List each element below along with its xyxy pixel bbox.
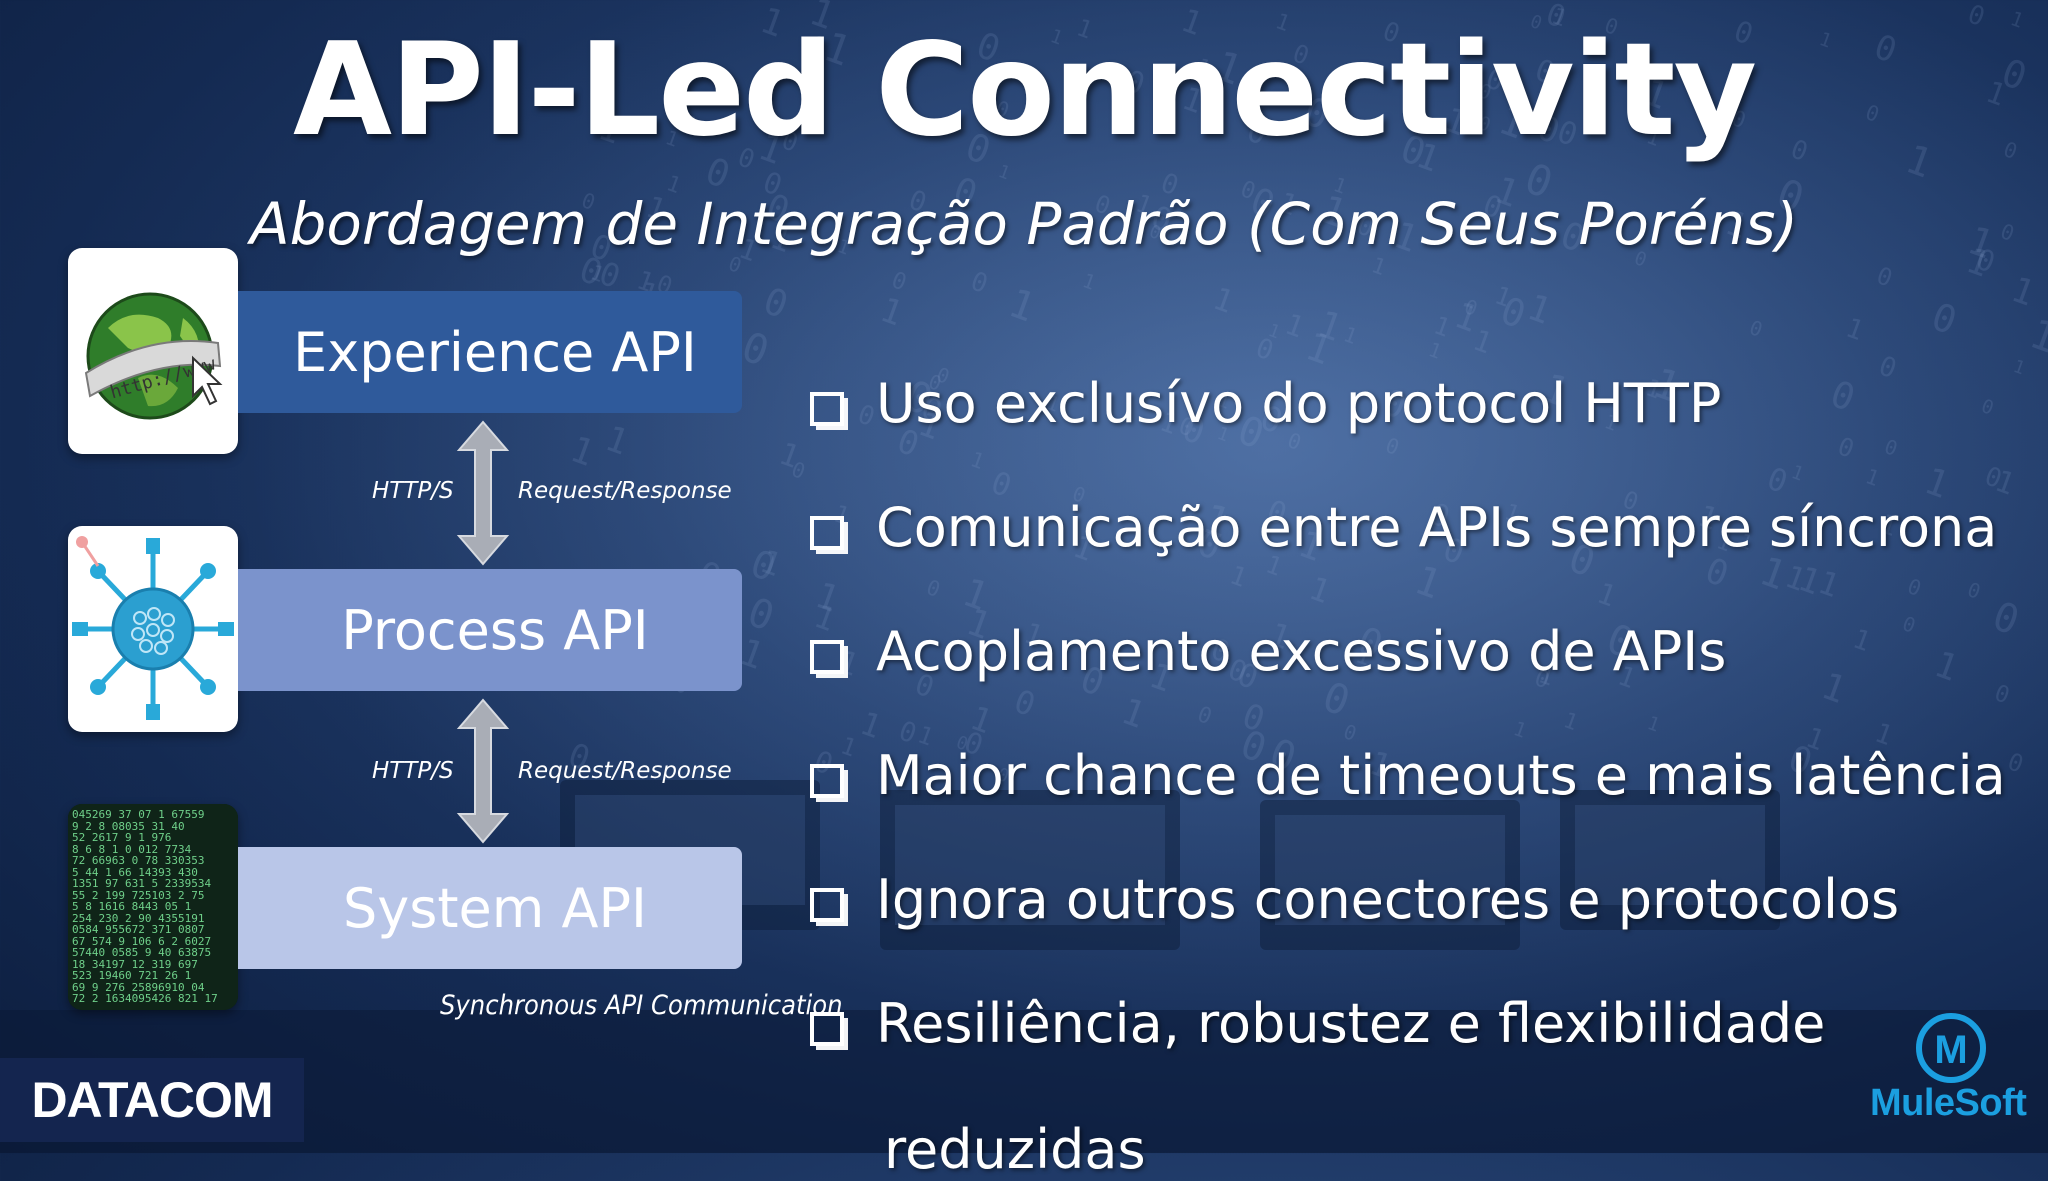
list-item: Uso exclusívo do protocol HTTP xyxy=(810,372,2010,496)
globe-www-icon: http://www xyxy=(68,248,238,454)
svg-text:523 19460 721 26 1: 523 19460 721 26 1 xyxy=(72,969,191,982)
svg-text:52 2617 9 1 976: 52 2617 9 1 976 xyxy=(72,831,171,844)
experience-api-layer: Experience API xyxy=(238,291,742,413)
svg-text:69 9 276 25896910 04: 69 9 276 25896910 04 xyxy=(72,981,205,994)
svg-text:9 2 8 08035 31 40: 9 2 8 08035 31 40 xyxy=(72,820,185,833)
connector-protocol-label: HTTP/S xyxy=(372,478,454,504)
svg-text:72 2 1634095426 821 17: 72 2 1634095426 821 17 xyxy=(72,992,218,1005)
svg-text:55 2 199 725103 2 75: 55 2 199 725103 2 75 xyxy=(72,889,204,902)
checkbox-icon xyxy=(810,516,844,550)
process-api-layer: Process API xyxy=(238,569,742,691)
checkbox-icon xyxy=(810,888,844,922)
checkbox-icon xyxy=(810,1012,844,1046)
network-hub-icon xyxy=(68,526,238,732)
svg-text:045269 37 07 1 67559: 045269 37 07 1 67559 xyxy=(72,808,204,821)
datacom-logo-text: DATACOM xyxy=(31,1072,273,1128)
mulesoft-mark-letter: M xyxy=(1934,1028,1967,1072)
mulesoft-logo-icon: M xyxy=(1916,1013,1986,1083)
bullet-text: Resiliência, robustez e flexibilidade xyxy=(876,992,1826,1055)
bullet-overflow-text: reduzidas xyxy=(884,1118,1146,1181)
list-item: Maior chance de timeouts e mais latência xyxy=(810,744,2010,868)
svg-text:67 574 9 106 6 2 6027: 67 574 9 106 6 2 6027 xyxy=(72,935,211,948)
list-item: Comunicação entre APIs sempre síncrona xyxy=(810,496,2010,620)
checkbox-icon xyxy=(810,392,844,426)
datacom-logo: DATACOM xyxy=(0,1058,304,1142)
checkbox-icon xyxy=(810,764,844,798)
svg-text:1351 97 631 5 2339534: 1351 97 631 5 2339534 xyxy=(72,877,211,890)
system-api-label: System API xyxy=(343,876,647,940)
svg-text:18 34197 12 319 697: 18 34197 12 319 697 xyxy=(72,958,198,971)
diagram-caption: Synchronous API Communication xyxy=(440,990,843,1021)
bullet-text: Uso exclusívo do protocol HTTP xyxy=(876,372,1722,435)
experience-api-label: Experience API xyxy=(293,320,697,384)
bullet-text: Comunicação entre APIs sempre síncrona xyxy=(876,496,1998,559)
list-item: Resiliência, robustez e flexibilidade xyxy=(810,992,2010,1116)
svg-text:72 66963 0 78 330353: 72 66963 0 78 330353 xyxy=(72,854,204,867)
bullet-list: Uso exclusívo do protocol HTTP Comunicaç… xyxy=(810,372,2010,1116)
connector-pattern-label: Request/Response xyxy=(518,478,732,504)
svg-text:8 6 8 1 0 012 7734: 8 6 8 1 0 012 7734 xyxy=(72,843,192,856)
connector-protocol-label: HTTP/S xyxy=(372,758,454,784)
checkbox-icon xyxy=(810,640,844,674)
list-item: Acoplamento excessivo de APIs xyxy=(810,620,2010,744)
system-api-layer: System API xyxy=(238,847,742,969)
svg-text:254 230 2 90 4355191: 254 230 2 90 4355191 xyxy=(72,912,204,925)
svg-text:57440 0585 9 40 63875: 57440 0585 9 40 63875 xyxy=(72,946,211,959)
svg-text:0584 955672 371 0807: 0584 955672 371 0807 xyxy=(72,923,204,936)
bullet-text: Acoplamento excessivo de APIs xyxy=(876,620,1727,683)
svg-text:5 44 1 66 14393 430: 5 44 1 66 14393 430 xyxy=(72,866,198,879)
mulesoft-logo-text: MuleSoft xyxy=(1870,1082,2027,1124)
slide-subtitle: Abordagem de Integração Padrão (Com Seus… xyxy=(249,190,1799,258)
connector-pattern-label: Request/Response xyxy=(518,758,732,784)
bidirectional-arrow-icon xyxy=(456,698,510,844)
list-item: Ignora outros conectores e protocolos xyxy=(810,868,2010,992)
bullet-text: Maior chance de timeouts e mais latência xyxy=(876,744,2006,807)
svg-text:5 8 1616 8443 05 1: 5 8 1616 8443 05 1 xyxy=(72,900,191,913)
bidirectional-arrow-icon xyxy=(456,420,510,566)
bullet-text: Ignora outros conectores e protocolos xyxy=(876,868,1900,931)
process-api-label: Process API xyxy=(341,598,649,662)
slide-title: API-Led Connectivity xyxy=(293,16,1757,165)
